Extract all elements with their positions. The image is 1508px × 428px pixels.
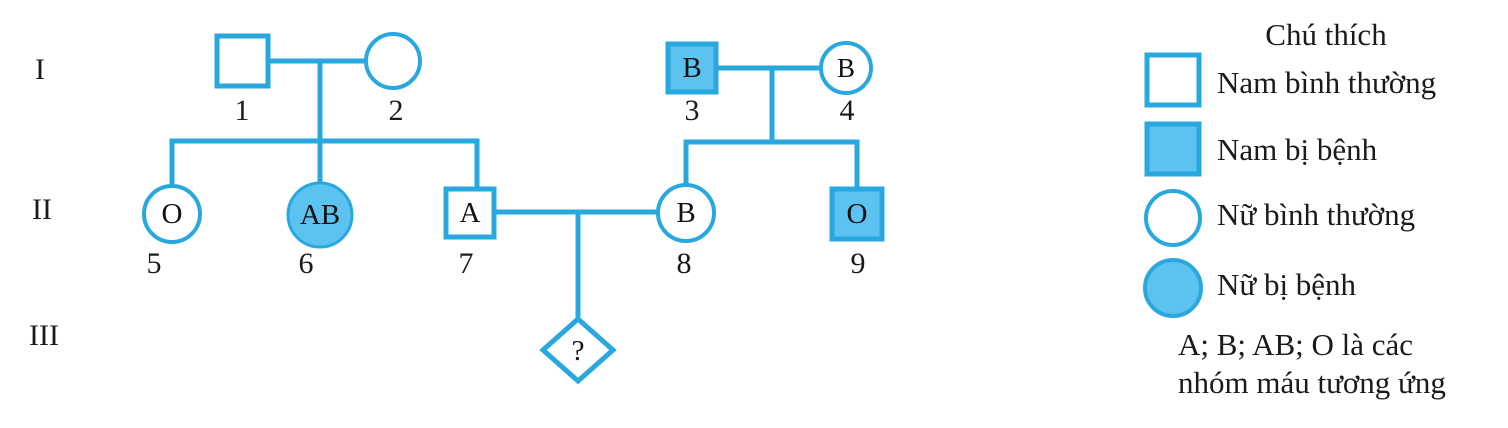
individual-7[interactable]: A 7 [443, 186, 497, 280]
individual-2[interactable]: 2 [364, 32, 422, 127]
legend-label-normal-male: Nam bình thường [1217, 65, 1436, 100]
individual-number-7: 7 [459, 247, 474, 280]
legend-circle-affected-icon [1143, 258, 1203, 318]
blood-group-label-7: A [460, 197, 481, 229]
individual-number-6: 6 [299, 247, 314, 280]
individual-8[interactable]: B 8 [656, 183, 716, 280]
generation-labels: I II III [29, 53, 59, 352]
legend-square-affected-icon [1144, 121, 1202, 177]
legend: Chú thích Nam bình thường Nam bị bệnh Nữ… [1143, 17, 1446, 400]
individual-9[interactable]: O 9 [829, 186, 885, 280]
symbol-circle-unaffected[interactable] [819, 41, 873, 95]
individual-number-5: 5 [147, 247, 162, 280]
legend-note-line-2: nhóm máu tương ứng [1178, 365, 1446, 400]
connectors-right-family [683, 65, 860, 192]
legend-item-normal-female: Nữ bình thường [1144, 189, 1415, 247]
symbol-square-affected[interactable] [829, 186, 885, 242]
legend-item-affected-male: Nam bị bệnh [1144, 121, 1378, 177]
legend-note: A; B; AB; O là các nhóm máu tương ứng [1178, 327, 1446, 400]
symbol-square-unaffected[interactable] [443, 186, 497, 240]
generation-label-I: I [35, 53, 45, 86]
individual-unknown-gen3[interactable]: ? [539, 315, 617, 385]
individual-3[interactable]: B 3 [665, 41, 719, 127]
legend-item-normal-male: Nam bình thường [1144, 52, 1436, 108]
symbol-circle-unaffected[interactable] [656, 183, 716, 243]
legend-title: Chú thích [1265, 17, 1387, 52]
connectors-gen2 [491, 209, 665, 322]
individual-1[interactable]: 1 [214, 33, 271, 127]
unknown-offspring-label: ? [572, 335, 585, 367]
connectors-left-family [169, 58, 480, 192]
individual-number-8: 8 [677, 247, 692, 280]
individual-number-2: 2 [389, 94, 404, 127]
legend-item-affected-female: Nữ bị bệnh [1143, 258, 1357, 318]
symbol-circle-affected[interactable] [286, 181, 354, 249]
blood-group-label-9: O [847, 198, 868, 230]
legend-label-normal-female: Nữ bình thường [1217, 197, 1415, 232]
blood-group-label-5: O [162, 198, 183, 230]
blood-group-label-4: B [837, 53, 855, 83]
individual-number-1: 1 [235, 94, 250, 127]
symbol-diamond-unknown-sex[interactable] [539, 315, 617, 385]
individual-number-9: 9 [851, 247, 866, 280]
individual-number-3: 3 [685, 94, 700, 127]
legend-label-affected-female: Nữ bị bệnh [1217, 267, 1357, 302]
blood-group-label-3: B [682, 52, 701, 84]
legend-square-unaffected-icon [1144, 52, 1202, 108]
legend-label-affected-male: Nam bị bệnh [1217, 132, 1378, 167]
individual-6[interactable]: AB 6 [286, 181, 354, 280]
individual-5[interactable]: O 5 [142, 184, 202, 280]
symbol-square-unaffected[interactable] [214, 33, 271, 89]
generation-label-II: II [32, 193, 52, 226]
legend-note-line-1: A; B; AB; O là các [1178, 327, 1413, 362]
symbol-circle-unaffected[interactable] [142, 184, 202, 244]
symbol-square-affected[interactable] [665, 41, 719, 95]
blood-group-label-8: B [676, 197, 695, 229]
blood-group-label-6: AB [300, 199, 340, 231]
individual-4[interactable]: B 4 [819, 41, 873, 127]
symbol-circle-unaffected[interactable] [364, 32, 422, 90]
legend-circle-unaffected-icon [1144, 189, 1202, 247]
individual-number-4: 4 [840, 94, 855, 127]
generation-label-III: III [29, 319, 59, 352]
